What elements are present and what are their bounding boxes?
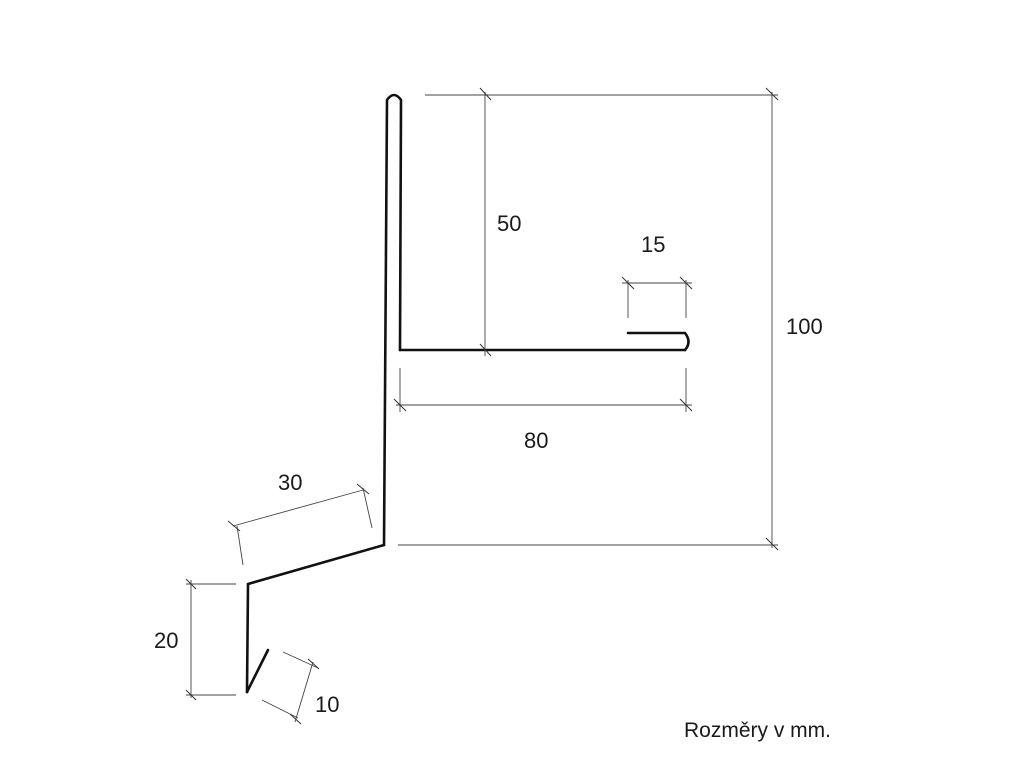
dimension-50-label: 50 bbox=[497, 211, 522, 236]
sloped-leg bbox=[246, 543, 386, 586]
dimension-15-label: 15 bbox=[641, 232, 666, 257]
drip-leg bbox=[245, 582, 250, 694]
dimension-10-label: 10 bbox=[315, 692, 340, 717]
units-note: Rozměry v mm. bbox=[684, 719, 831, 742]
dimension-80-label: 80 bbox=[524, 428, 549, 453]
dimension-lines bbox=[185, 87, 779, 725]
end-hem bbox=[626, 331, 690, 352]
top-hem bbox=[382, 93, 403, 547]
dimension-20-label: 20 bbox=[154, 628, 179, 653]
dimension-100-label: 100 bbox=[786, 314, 823, 339]
dimension-30-label: 30 bbox=[278, 470, 303, 495]
drip-kick bbox=[245, 648, 270, 694]
metal-profile bbox=[245, 93, 690, 694]
